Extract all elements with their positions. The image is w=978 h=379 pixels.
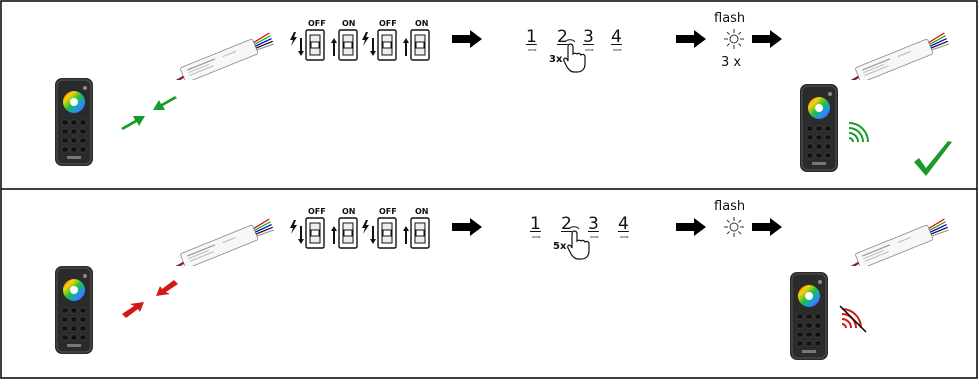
zone-3-number: 3 (583, 27, 594, 47)
switch-off-label: OFF (308, 207, 326, 216)
unpair-arrows-icon (122, 280, 178, 318)
zone-caption: ZONE (613, 48, 622, 52)
flash-label: flash (714, 11, 746, 26)
led-controller-image (834, 31, 951, 80)
led-controller-image (834, 217, 951, 266)
press-count: 5x (553, 241, 567, 252)
switch-on-label: ON (342, 207, 356, 216)
zone-2-number: 2 (557, 27, 568, 47)
zone-caption: ZONE (620, 235, 629, 239)
zone-1-number: 1 (530, 214, 541, 234)
next-step-arrow-icon (676, 30, 706, 48)
switch-off-label: OFF (308, 19, 326, 28)
remote-control-image (55, 78, 94, 167)
power-switch-sequence: OFF ON OFF ON (288, 16, 448, 76)
zone-caption: ZONE (590, 235, 599, 239)
led-controller-image (159, 217, 276, 266)
zone-caption: ZONE (532, 235, 541, 239)
power-switch-sequence: OFF ON OFF ON (288, 204, 448, 264)
flash-label: flash (714, 199, 746, 214)
remote-control-image (790, 272, 829, 361)
pairing-arrows-icon (121, 96, 177, 130)
zone-3-number: 3 (588, 214, 599, 234)
zone-caption: ZONE (585, 48, 594, 52)
switch-off-label: OFF (379, 19, 397, 28)
flash-light-icon (723, 28, 745, 50)
pointing-hand-icon (563, 39, 586, 73)
zone-buttons: 1 ZONE 2 3 ZONE 4 ZONE 3x (520, 25, 630, 75)
pointing-hand-icon (567, 226, 590, 260)
next-step-arrow-icon (452, 30, 482, 48)
flash-times-label: 3 x (721, 55, 742, 70)
remote-control-image (55, 266, 94, 355)
remote-control-image (800, 84, 839, 173)
led-controller-image (159, 31, 276, 80)
press-count: 3x (549, 54, 563, 65)
zone-caption: ZONE (528, 48, 537, 52)
zone-1-number: 1 (526, 27, 537, 47)
wireless-signal-icon (848, 122, 869, 143)
next-step-arrow-icon (676, 218, 706, 236)
next-step-arrow-icon (752, 30, 782, 48)
zone-2-number: 2 (561, 214, 572, 234)
switch-on-label: ON (342, 19, 356, 28)
checkmark-icon (914, 141, 952, 176)
zone-buttons: 1 ZONE 2 3 ZONE 4 ZONE 5x (524, 212, 634, 262)
switch-off-label: OFF (379, 207, 397, 216)
flash-light-icon (723, 216, 745, 238)
zone-4-number: 4 (611, 27, 622, 47)
signal-crossed-icon (839, 305, 867, 333)
switch-on-label: ON (415, 19, 429, 28)
next-step-arrow-icon (752, 218, 782, 236)
switch-on-label: ON (415, 207, 429, 216)
next-step-arrow-icon (452, 218, 482, 236)
zone-4-number: 4 (618, 214, 629, 234)
